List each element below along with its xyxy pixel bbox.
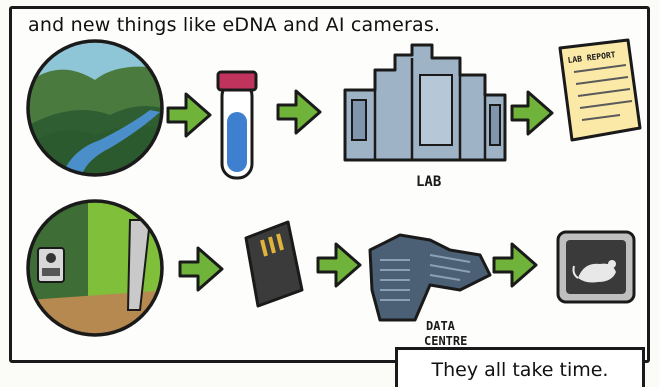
camera-trap-scene-icon	[26, 199, 164, 337]
lab-building-icon: LAB	[343, 43, 507, 190]
lab-label: LAB	[416, 174, 441, 190]
data-centre-icon: DATA CENTRE	[368, 233, 492, 348]
arrow-icon	[166, 92, 212, 138]
lab-report-icon: LAB REPORT	[558, 38, 642, 142]
arrow-icon	[510, 90, 554, 136]
bottom-caption-box: They all take time.	[395, 347, 645, 387]
top-caption: and new things like eDNA and AI cameras.	[28, 14, 441, 36]
ai-detection-screen-icon	[556, 230, 636, 304]
memory-card-icon	[244, 220, 304, 308]
sample-vial-icon	[216, 70, 258, 180]
data-centre-label-line2: CENTRE	[424, 334, 467, 348]
arrow-icon	[492, 242, 538, 288]
arrow-icon	[316, 242, 362, 288]
arrow-icon	[276, 89, 322, 135]
bottom-caption: They all take time.	[431, 359, 609, 381]
data-centre-label-line1: DATA	[426, 319, 456, 333]
landscape-river-icon	[26, 39, 164, 177]
arrow-icon	[178, 246, 224, 292]
